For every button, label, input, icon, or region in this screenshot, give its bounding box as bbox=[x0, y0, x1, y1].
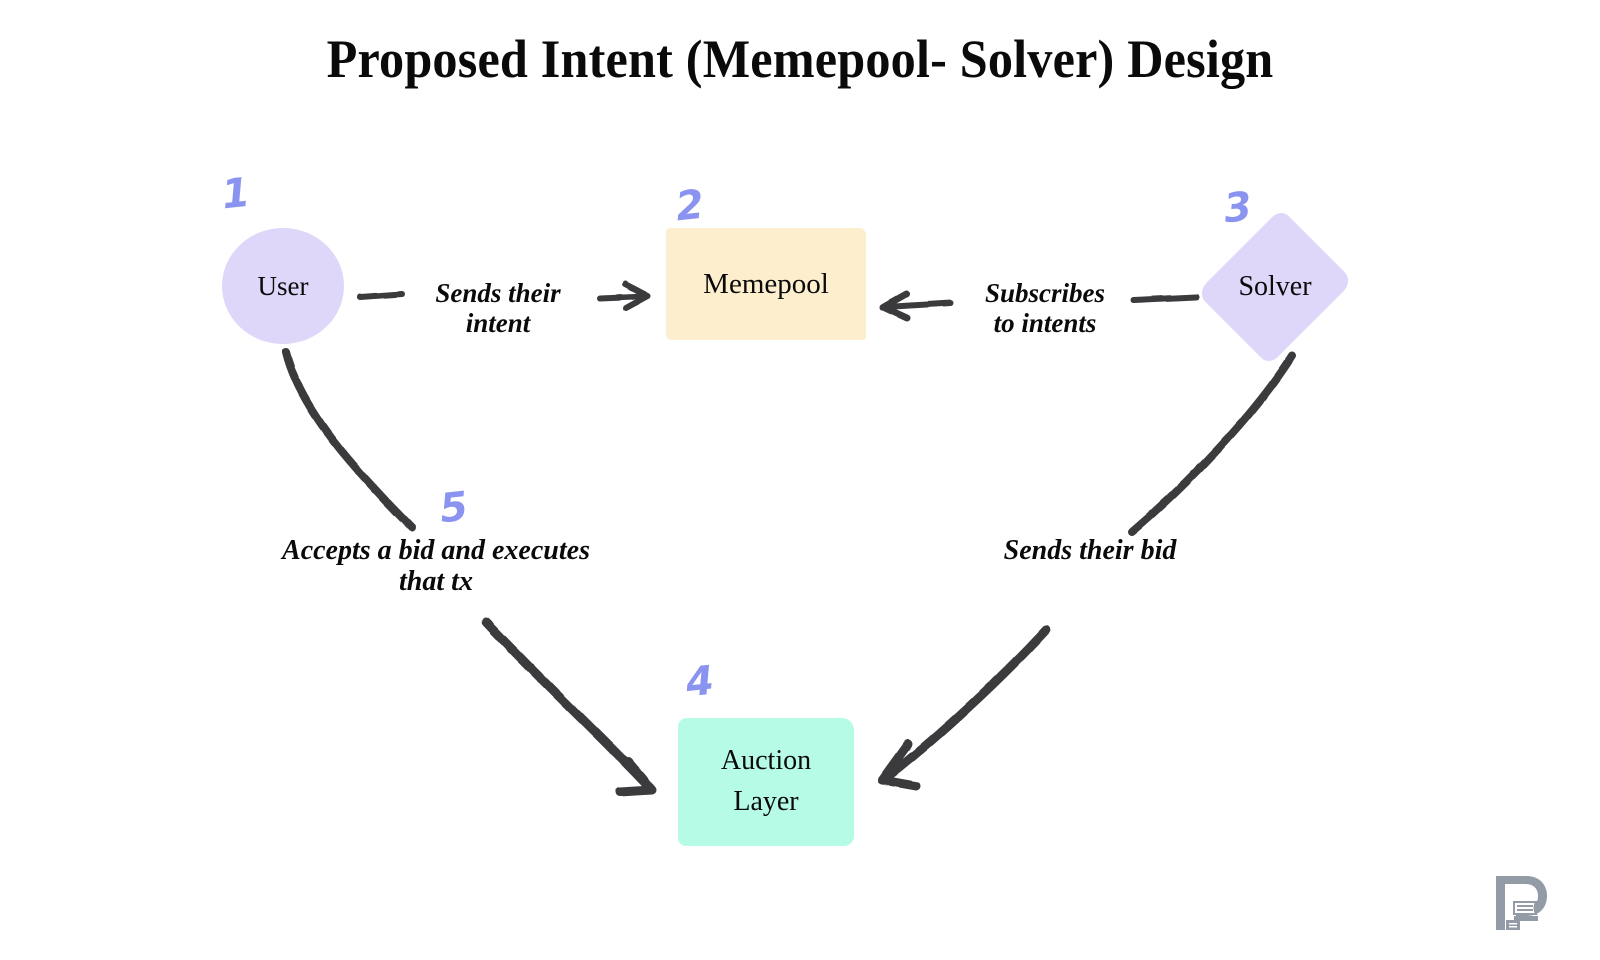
node-memepool[interactable]: Memepool bbox=[666, 228, 866, 340]
edge-bid-to-auction-arrowhead bbox=[877, 739, 921, 791]
edge-label-subscribes-to-intents: Subscribes to intents bbox=[984, 278, 1106, 339]
node-auction-layer-label-wrap: Auction Layer bbox=[721, 741, 811, 822]
edge-label-sends-their-bid: Sends their bid bbox=[1003, 535, 1177, 566]
edge-label-accepts-a-bid: Accepts a bid and executes that tx bbox=[282, 535, 590, 598]
step-number-1: 1 bbox=[219, 169, 253, 219]
edge-label-sends-their-intent: Sends their intent bbox=[435, 278, 561, 339]
node-auction-layer-label-line2: Layer bbox=[733, 786, 799, 817]
edge-accepts-to-auction-arrowhead bbox=[615, 757, 657, 797]
node-memepool-label: Memepool bbox=[703, 267, 829, 300]
edge-user-to-memepool-arrowhead bbox=[622, 281, 651, 311]
edge-solver-to-memepool-arrowhead bbox=[879, 290, 911, 322]
edge-solver-to-memepool-arrow-shaft bbox=[883, 300, 954, 310]
edge-user-to-memepool-stub bbox=[357, 291, 405, 300]
node-user[interactable]: User bbox=[222, 228, 344, 344]
step-number-4: 4 bbox=[683, 657, 717, 707]
edge-bid-to-auction-shaft bbox=[881, 625, 1051, 783]
node-auction-layer[interactable]: Auction Layer bbox=[678, 718, 854, 846]
edge-solver-to-memepool-stub bbox=[1131, 294, 1199, 303]
publisher-monogram-logo-icon bbox=[1496, 876, 1547, 930]
node-solver[interactable]: Solver bbox=[1196, 208, 1354, 366]
step-number-5: 5 bbox=[437, 483, 471, 533]
node-auction-layer-label-line1: Auction bbox=[720, 745, 812, 777]
edge-user-down-stroke bbox=[282, 348, 416, 532]
page-title: Proposed Intent (Memepool- Solver) Desig… bbox=[326, 29, 1274, 89]
step-number-2: 2 bbox=[673, 181, 707, 231]
node-user-label: User bbox=[257, 270, 309, 301]
edge-solver-down-stroke bbox=[1128, 352, 1296, 536]
node-solver-label: Solver bbox=[1238, 271, 1312, 302]
edge-user-to-memepool-arrow-shaft bbox=[597, 293, 648, 301]
